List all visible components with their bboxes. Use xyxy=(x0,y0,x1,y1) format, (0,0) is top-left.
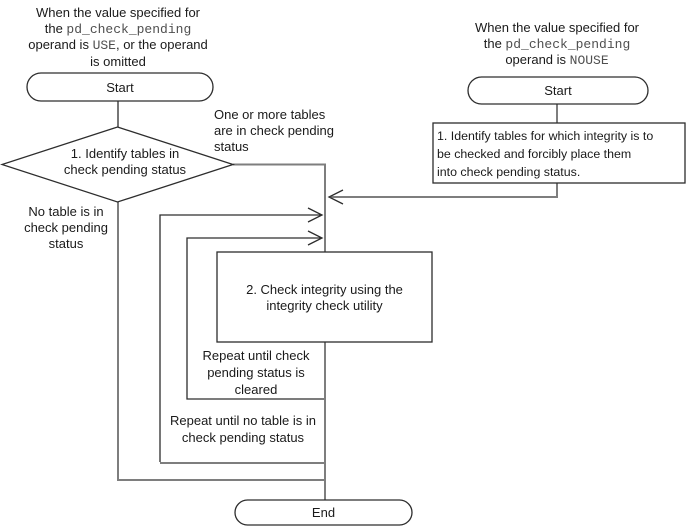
header-line: operand is USE, or the operand xyxy=(12,37,224,54)
operand-value-text: USE xyxy=(92,38,116,53)
start-label-left: Start xyxy=(106,79,134,95)
inner-loop-label: Repeat until check pending status is cle… xyxy=(202,348,310,397)
operand-name-text: pd_check_pending xyxy=(505,36,631,52)
end-label: End xyxy=(311,505,336,520)
header-text: operand is xyxy=(505,52,570,67)
decision-diamond xyxy=(0,126,236,203)
end-terminator xyxy=(234,499,413,526)
decision-label: 1. Identify tables in check pending stat… xyxy=(63,146,187,177)
edge-no-table-connector xyxy=(117,202,324,481)
arrowhead-right-outer-icon xyxy=(307,207,324,223)
arrowhead-right-inner-icon xyxy=(307,230,324,246)
start-terminator-right xyxy=(467,76,649,105)
header-line: operand is NOUSE xyxy=(452,52,662,69)
operand-value-text: NOUSE xyxy=(569,53,609,68)
header-text: When the value specified for xyxy=(474,20,640,35)
step1-box xyxy=(432,122,686,184)
header-line: the pd_check_pending xyxy=(452,36,662,53)
header-line: When the value specified for xyxy=(12,5,224,21)
step2-label: 2. Check integrity using the integrity c… xyxy=(246,282,403,313)
left-branch-header: When the value specified for the pd_chec… xyxy=(12,5,224,69)
header-text: , or the operand xyxy=(115,37,208,52)
inner-loop-back-edge xyxy=(186,237,324,400)
step1-label: 1. Identify tables for which integrity i… xyxy=(437,129,654,179)
main-trunk-connector xyxy=(233,163,326,500)
header-text: the xyxy=(483,35,506,51)
header-text: When the value specified for xyxy=(35,5,201,20)
header-line: When the value specified for xyxy=(452,20,662,36)
header-text: is omitted xyxy=(90,53,146,69)
header-line: the pd_check_pending xyxy=(12,21,224,38)
outer-loop-back-edge xyxy=(159,214,321,462)
edge-label-no-table: No table is in check pending status xyxy=(24,204,108,251)
header-text: operand is xyxy=(28,37,93,52)
outer-loop-label: Repeat until no table is in check pendin… xyxy=(170,413,316,445)
header-line: is omitted xyxy=(12,54,224,70)
operand-name-text: pd_check_pending xyxy=(66,21,192,37)
right-branch-header: When the value specified for the pd_chec… xyxy=(452,20,662,69)
step2-box xyxy=(216,251,433,343)
right-merge-connector xyxy=(331,183,558,198)
header-text: the xyxy=(44,20,67,36)
start-label-right: Start xyxy=(544,83,572,98)
arrowhead-left-icon xyxy=(327,189,344,205)
edge-label-one-or-more: One or more tables are in check pending … xyxy=(214,107,334,154)
start-terminator-left xyxy=(26,72,214,102)
